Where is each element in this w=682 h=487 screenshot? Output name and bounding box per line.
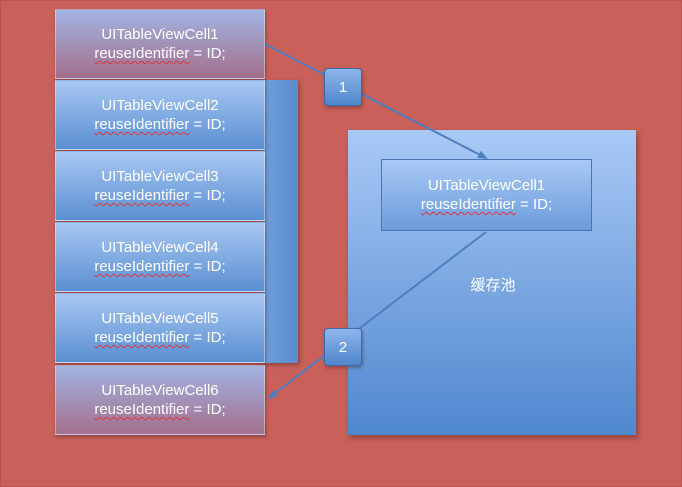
reuse-identifier-label: reuseIdentifier bbox=[94, 45, 190, 62]
cell-reuse-line: reuseIdentifier = ID; bbox=[94, 257, 225, 276]
pool-cell: UITableViewCell1 reuseIdentifier = ID; bbox=[381, 159, 592, 231]
reuse-identifier-label: reuseIdentifier bbox=[420, 196, 516, 213]
reuse-identifier-value: = ID; bbox=[189, 329, 226, 346]
cell-reuse-line: reuseIdentifier = ID; bbox=[94, 328, 225, 347]
step-badge-1: 1 bbox=[324, 68, 362, 106]
cell-reuse-line: reuseIdentifier = ID; bbox=[94, 115, 225, 134]
reuse-identifier-label: reuseIdentifier bbox=[94, 329, 190, 346]
cell-title: UITableViewCell6 bbox=[101, 382, 219, 399]
cell-reuse-line: reuseIdentifier = ID; bbox=[94, 186, 225, 205]
cell-title: UITableViewCell3 bbox=[101, 168, 219, 185]
table-cell-5: UITableViewCell5 reuseIdentifier = ID; bbox=[55, 293, 265, 363]
reuse-identifier-value: = ID; bbox=[189, 116, 226, 133]
reuse-identifier-label: reuseIdentifier bbox=[94, 187, 190, 204]
arrow-cell1-to-pool bbox=[264, 43, 488, 159]
cell-title: UITableViewCell2 bbox=[101, 97, 219, 114]
reuse-identifier-value: = ID; bbox=[189, 258, 226, 275]
table-cell-2: UITableViewCell2 reuseIdentifier = ID; bbox=[55, 80, 265, 150]
table-cell-3: UITableViewCell3 reuseIdentifier = ID; bbox=[55, 151, 265, 221]
pool-label: 缓存池 bbox=[470, 277, 516, 294]
table-cell-4: UITableViewCell4 reuseIdentifier = ID; bbox=[55, 222, 265, 292]
arrow-pool-to-cell6 bbox=[267, 231, 487, 400]
reuse-identifier-label: reuseIdentifier bbox=[94, 258, 190, 275]
step-badge-2: 2 bbox=[324, 328, 362, 366]
cell-reuse-line: reuseIdentifier = ID; bbox=[94, 400, 225, 419]
cell-title: UITableViewCell1 bbox=[101, 26, 219, 43]
cell-title: UITableViewCell5 bbox=[101, 310, 219, 327]
pool-cell-reuse-line: reuseIdentifier = ID; bbox=[421, 195, 552, 214]
reuse-identifier-value: = ID; bbox=[189, 187, 226, 204]
table-cell-1: UITableViewCell1 reuseIdentifier = ID; bbox=[55, 9, 265, 79]
reuse-identifier-label: reuseIdentifier bbox=[94, 401, 190, 418]
table-view-backing bbox=[262, 80, 298, 363]
cell-reuse-line: reuseIdentifier = ID; bbox=[94, 44, 225, 63]
reuse-identifier-label: reuseIdentifier bbox=[94, 116, 190, 133]
reuse-identifier-value: = ID; bbox=[189, 45, 226, 62]
table-cell-6: UITableViewCell6 reuseIdentifier = ID; bbox=[55, 365, 265, 435]
cell-title: UITableViewCell4 bbox=[101, 239, 219, 256]
reuse-identifier-value: = ID; bbox=[189, 401, 226, 418]
pool-cell-title: UITableViewCell1 bbox=[427, 177, 546, 194]
reuse-identifier-value: = ID; bbox=[515, 196, 553, 213]
